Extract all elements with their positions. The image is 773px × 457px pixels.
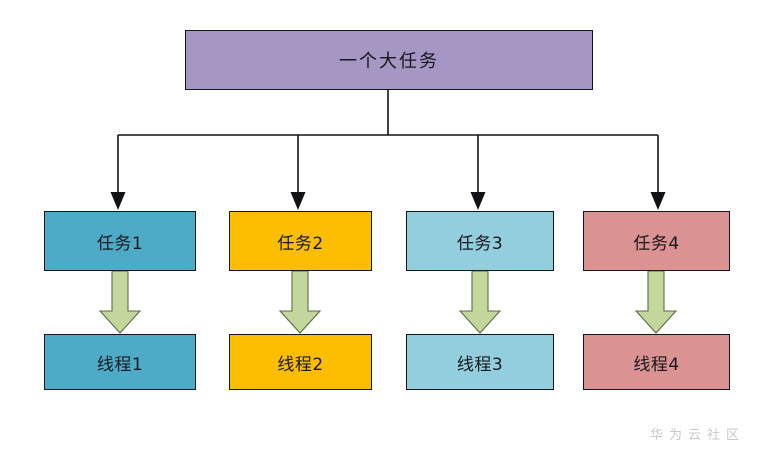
task-1-box[interactable]: 任务1 — [44, 211, 196, 271]
thread-2-box[interactable]: 线程2 — [229, 334, 372, 390]
task-2-box[interactable]: 任务2 — [229, 211, 372, 271]
thread-label: 线程4 — [633, 354, 680, 375]
task-4-box[interactable]: 任务4 — [583, 211, 730, 271]
task-label: 任务4 — [633, 233, 680, 254]
block-arrow-4 — [634, 270, 678, 334]
split-connector-group — [110, 90, 666, 210]
root-task-label: 一个大任务 — [339, 51, 439, 72]
task-label: 任务2 — [277, 233, 324, 254]
thread-3-box[interactable]: 线程3 — [406, 334, 554, 390]
task-label: 任务3 — [456, 233, 504, 254]
thread-label: 线程3 — [456, 354, 504, 375]
root-task-box[interactable]: 一个大任务 — [185, 30, 593, 90]
thread-4-box[interactable]: 线程4 — [583, 334, 730, 390]
block-arrow-3 — [458, 270, 502, 334]
watermark-text: 华为云社区 — [650, 428, 746, 443]
connector-arrowhead-2 — [290, 192, 306, 210]
connector-arrowhead-1 — [110, 192, 126, 210]
task-label: 任务1 — [96, 233, 144, 254]
block-arrow-group — [98, 270, 678, 334]
block-arrow-2 — [278, 270, 322, 334]
thread-label: 线程1 — [96, 354, 144, 375]
task-3-box[interactable]: 任务3 — [406, 211, 554, 271]
block-arrow-1 — [98, 270, 142, 334]
connector-arrowhead-4 — [650, 192, 666, 210]
thread-1-box[interactable]: 线程1 — [44, 334, 196, 390]
thread-label: 线程2 — [277, 354, 324, 375]
connector-arrowhead-3 — [470, 192, 486, 210]
